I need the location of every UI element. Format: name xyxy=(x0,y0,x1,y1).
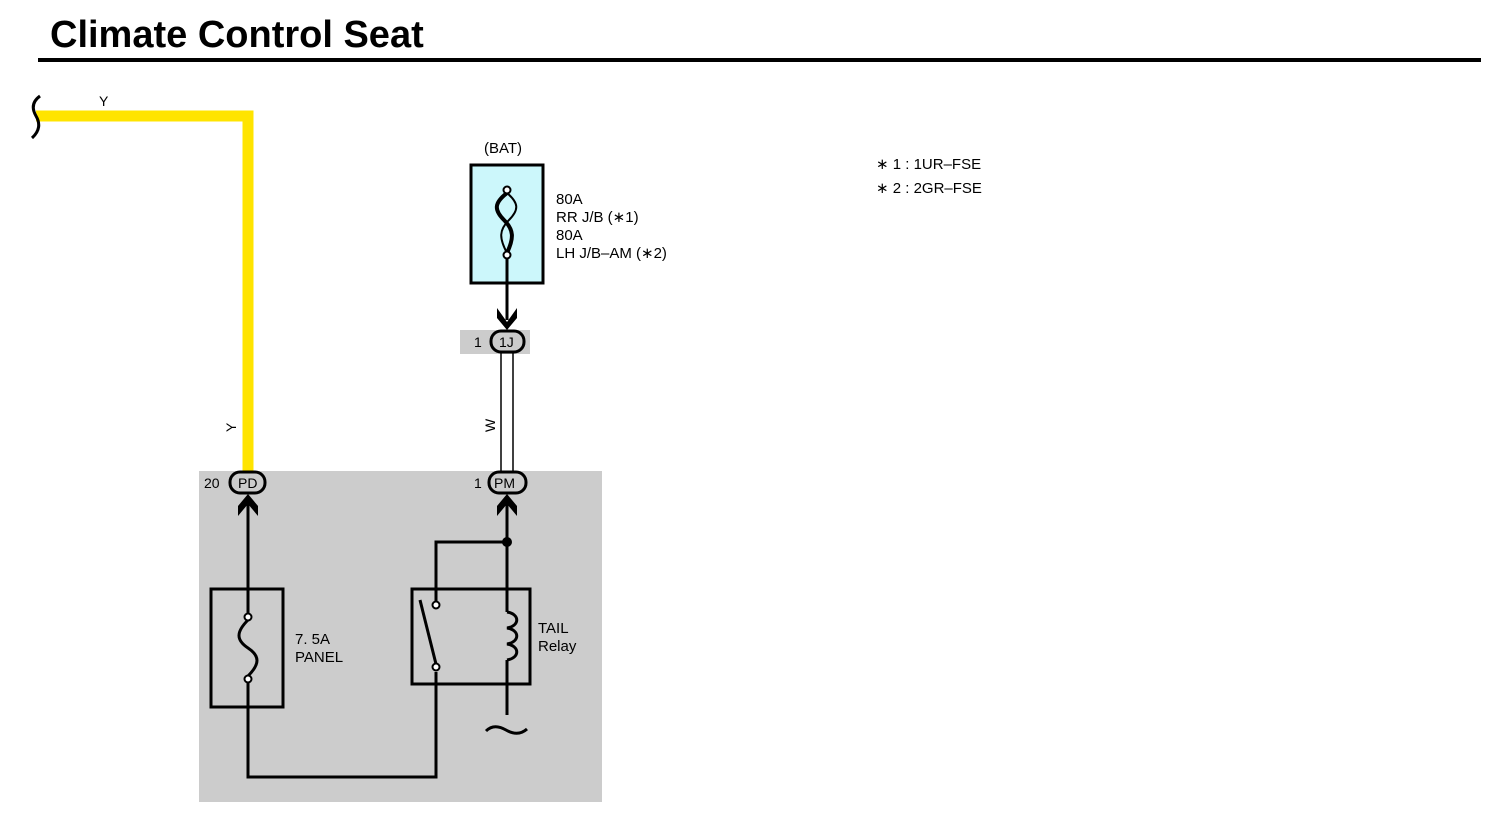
connector-pm-name: PM xyxy=(494,475,515,491)
battery-fuse-label-2: RR J/B (∗1) xyxy=(556,209,639,226)
wire-relay-contact xyxy=(434,540,507,602)
connector-pm-pin: 1 xyxy=(474,475,482,491)
junction-dot xyxy=(502,537,512,547)
yellow-wire xyxy=(36,110,254,472)
relay-switch-icon xyxy=(418,599,441,672)
junction-block xyxy=(199,471,602,802)
wire-label-w: W xyxy=(482,418,498,432)
ground-icon xyxy=(484,725,528,735)
arrow-up-icon-pd xyxy=(238,494,258,516)
page-title: Climate Control Seat xyxy=(50,14,424,56)
wire-label-y-top: Y xyxy=(99,93,109,109)
connector-pd xyxy=(228,470,267,495)
arrow-down-icon xyxy=(497,308,517,330)
wire-label-y-vertical: Y xyxy=(223,422,239,432)
panel-fuse-label-2: PANEL xyxy=(295,649,343,666)
note-1: ∗ 1 : 1UR–FSE xyxy=(876,156,981,173)
panel-fuse-icon xyxy=(237,589,259,707)
connector-pd-pin: 20 xyxy=(204,475,220,491)
note-2: ∗ 2 : 2GR–FSE xyxy=(876,180,982,197)
connector-1j xyxy=(489,329,526,354)
connector-pd-name: PD xyxy=(238,475,257,491)
connector-1j-pin: 1 xyxy=(474,334,482,350)
battery-fuse-label-1: 80A xyxy=(556,191,583,208)
relay-coil-icon xyxy=(500,610,519,662)
panel-fuse-label-1: 7. 5A xyxy=(295,631,330,648)
tail-relay-label-1: TAIL xyxy=(538,620,569,637)
wire-break-icon xyxy=(30,94,41,140)
connector-pm xyxy=(487,470,528,495)
tail-relay-label-2: Relay xyxy=(538,638,577,655)
arrow-up-icon-pm xyxy=(497,494,517,516)
battery-fuse-label-3: 80A xyxy=(556,227,583,244)
battery-fuse-label-4: LH J/B–AM (∗2) xyxy=(556,245,667,262)
battery-source-label: (BAT) xyxy=(484,140,522,157)
connector-1j-name: 1J xyxy=(499,334,514,350)
wire-fuse-to-relay xyxy=(246,672,438,779)
tail-relay-box xyxy=(410,587,532,686)
